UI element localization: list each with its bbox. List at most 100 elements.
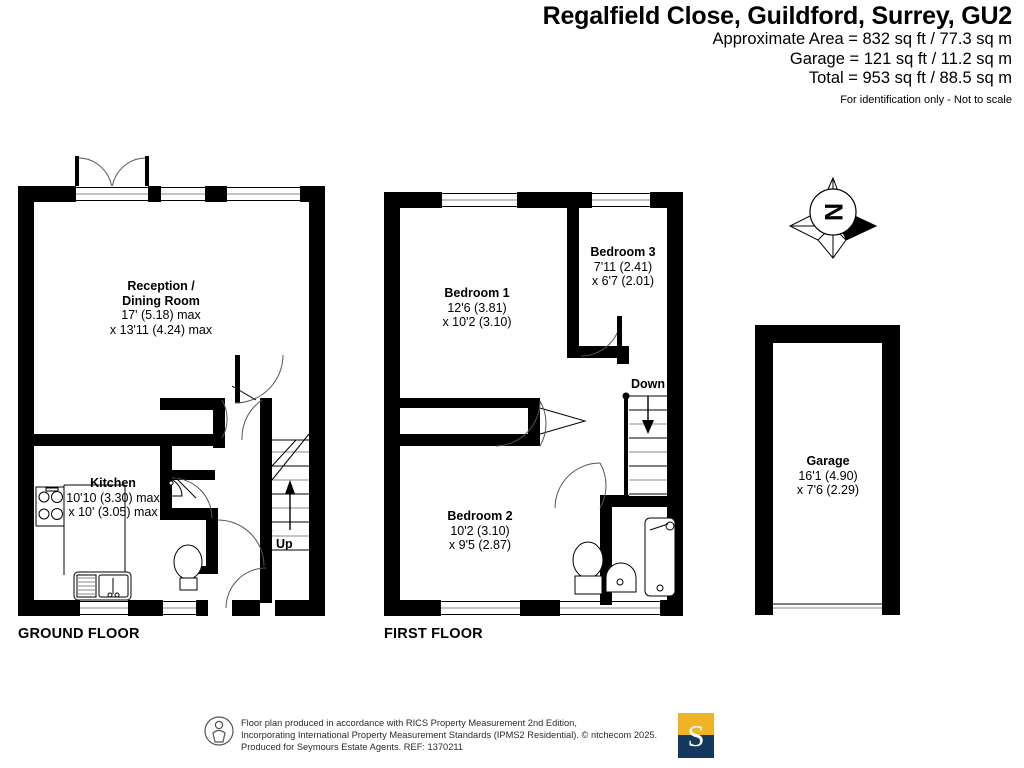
gf-partition-hall-top bbox=[160, 398, 225, 410]
disclaimer-text: For identification only - Not to scale bbox=[840, 93, 1012, 106]
bedroom1-name: Bedroom 1 bbox=[444, 286, 510, 300]
ff-partition-b3-left bbox=[567, 208, 579, 323]
gf-window-top-1 bbox=[76, 186, 148, 202]
bedroom2-name: Bedroom 2 bbox=[447, 509, 513, 523]
compass-north-letter: N bbox=[819, 203, 847, 221]
first-floor-plan bbox=[384, 192, 683, 616]
garage-name: Garage bbox=[806, 454, 850, 468]
gf-window-bottom-1 bbox=[80, 600, 128, 616]
ff-partition-b1-bottom bbox=[400, 434, 540, 446]
bedroom3-dim-1: 7'11 (2.41) bbox=[593, 259, 653, 274]
reception-dim-2: x 13'11 (4.24) max bbox=[109, 322, 213, 337]
footer: Floor plan produced in accordance with R… bbox=[205, 713, 765, 763]
garage-wall-right bbox=[882, 325, 900, 615]
footer-line-2: Incorporating International Property Mea… bbox=[241, 730, 658, 740]
ff-airing-cupboard bbox=[400, 403, 587, 435]
gf-kitchen-fixtures bbox=[35, 484, 132, 601]
gf-hall-doors bbox=[167, 385, 267, 609]
garage-plan bbox=[755, 325, 900, 615]
ff-bedroom3-door bbox=[580, 315, 622, 358]
bedroom3-dim-2: x 6'7 (2.01) bbox=[591, 274, 655, 288]
ff-partition-b1-right bbox=[528, 398, 540, 446]
gf-wall-left bbox=[18, 186, 34, 616]
ff-wall-right bbox=[667, 192, 683, 616]
gf-staircase bbox=[265, 433, 310, 600]
gf-wall-top-mid2 bbox=[205, 186, 227, 202]
kitchen-dim-2: x 10' (3.05) max bbox=[68, 505, 158, 519]
gf-partition-wc-right bbox=[206, 508, 218, 566]
room-label-garage: Garage 16'1 (4.90) x 7'6 (2.29) bbox=[763, 454, 893, 498]
garage-wall-bottom-right bbox=[882, 597, 900, 615]
page-title: Regalfield Close, Guildford, Surrey, GU2 bbox=[542, 2, 1013, 30]
gf-wall-bottom-4 bbox=[232, 600, 260, 616]
ff-staircase bbox=[622, 392, 667, 496]
ff-wall-bottom-3 bbox=[660, 600, 683, 616]
gf-wall-bottom-1 bbox=[18, 600, 80, 616]
first-floor-label: FIRST FLOOR bbox=[384, 626, 483, 642]
footer-line-1: Floor plan produced in accordance with R… bbox=[241, 718, 577, 728]
room-label-bedroom1: Bedroom 1 12'6 (3.81) x 10'2 (3.10) bbox=[412, 286, 542, 330]
bedroom1-dim-1: 12'6 (3.81) bbox=[447, 300, 507, 315]
ff-partition-cupboard-top bbox=[400, 398, 528, 408]
gf-reception-door bbox=[234, 354, 284, 404]
reception-name-line1: Reception / bbox=[127, 279, 195, 293]
garage-wall-top bbox=[755, 325, 900, 343]
stair-label-down: Down bbox=[631, 377, 666, 391]
reception-name-line2: Dining Room bbox=[122, 293, 200, 308]
gf-window-top-2 bbox=[161, 186, 205, 202]
ff-wall-left bbox=[384, 192, 400, 616]
ground-floor-plan bbox=[18, 156, 325, 616]
gf-partition-wc-top bbox=[160, 470, 215, 480]
garage-door-opening bbox=[773, 603, 882, 609]
ff-partition-b3-bottom bbox=[567, 346, 617, 358]
total-area-text: Total = 953 sq ft / 88.5 sq m bbox=[808, 69, 1012, 87]
bedroom2-dim-2: x 9'5 (2.87) bbox=[448, 538, 512, 552]
reception-dim-1: 17' (5.18) max bbox=[121, 308, 201, 322]
gf-partition-wc-left bbox=[160, 446, 172, 518]
gf-window-top-3 bbox=[227, 186, 300, 202]
room-label-bedroom2: Bedroom 2 10'2 (3.10) x 9'5 (2.87) bbox=[415, 509, 545, 553]
gf-wall-bottom-2 bbox=[128, 600, 163, 616]
gf-partition-kitchen-top bbox=[34, 434, 220, 446]
room-label-reception: Reception / Dining Room 17' (5.18) max x… bbox=[96, 279, 226, 337]
ff-bathroom-fixtures bbox=[572, 517, 676, 597]
garage-wall-bottom-left bbox=[755, 597, 773, 615]
kitchen-dim-1: 10'10 (3.30) max bbox=[66, 490, 160, 505]
garage-dim-2: x 7'6 (2.29) bbox=[796, 483, 860, 497]
ff-window-bottom-2 bbox=[560, 600, 660, 616]
stair-label-up: Up bbox=[276, 537, 293, 551]
logo-bottom-band bbox=[678, 735, 714, 758]
room-label-bedroom3: Bedroom 3 7'11 (2.41) x 6'7 (2.01) bbox=[558, 245, 688, 289]
ff-window-top-1 bbox=[442, 192, 517, 208]
garage-wall-left bbox=[755, 325, 773, 615]
gf-partition-wc-bottom bbox=[160, 508, 218, 520]
bedroom1-dim-2: x 10'2 (3.10) bbox=[442, 315, 512, 329]
ff-wall-bottom-2 bbox=[520, 600, 560, 616]
approximate-area-text: Approximate Area = 832 sq ft / 77.3 sq m bbox=[712, 30, 1012, 48]
ff-partition-bath-top bbox=[600, 495, 667, 507]
logo-top-band bbox=[678, 713, 714, 735]
ff-bedroom1-door bbox=[495, 400, 547, 447]
person-icon bbox=[204, 716, 234, 746]
room-label-kitchen: Kitchen 10'10 (3.30) max x 10' (3.05) ma… bbox=[48, 476, 178, 520]
ground-floor-label: GROUND FLOOR bbox=[18, 626, 140, 642]
garage-dim-1: 16'1 (4.90) bbox=[798, 468, 858, 483]
kitchen-name: Kitchen bbox=[90, 476, 136, 490]
gf-wall-right bbox=[309, 186, 325, 616]
gf-window-bottom-2 bbox=[163, 600, 196, 616]
gf-wc-fixtures bbox=[163, 477, 203, 591]
ff-wall-bottom-1 bbox=[384, 600, 441, 616]
ff-wall-top-2 bbox=[517, 192, 592, 208]
bedroom2-dim-1: 10'2 (3.10) bbox=[450, 523, 510, 538]
garage-area-text: Garage = 121 sq ft / 11.2 sq m bbox=[789, 49, 1012, 68]
gf-wall-bottom-3 bbox=[196, 600, 208, 616]
gf-partition-stair-wall bbox=[260, 398, 272, 603]
seymours-logo: S bbox=[678, 713, 714, 758]
ff-window-bottom-1 bbox=[441, 600, 520, 616]
gf-wall-bottom-5 bbox=[275, 600, 325, 616]
footer-line-3: Produced for Seymours Estate Agents. REF… bbox=[241, 742, 464, 752]
gf-wall-top-mid bbox=[148, 186, 161, 202]
ff-window-top-2 bbox=[592, 192, 650, 208]
